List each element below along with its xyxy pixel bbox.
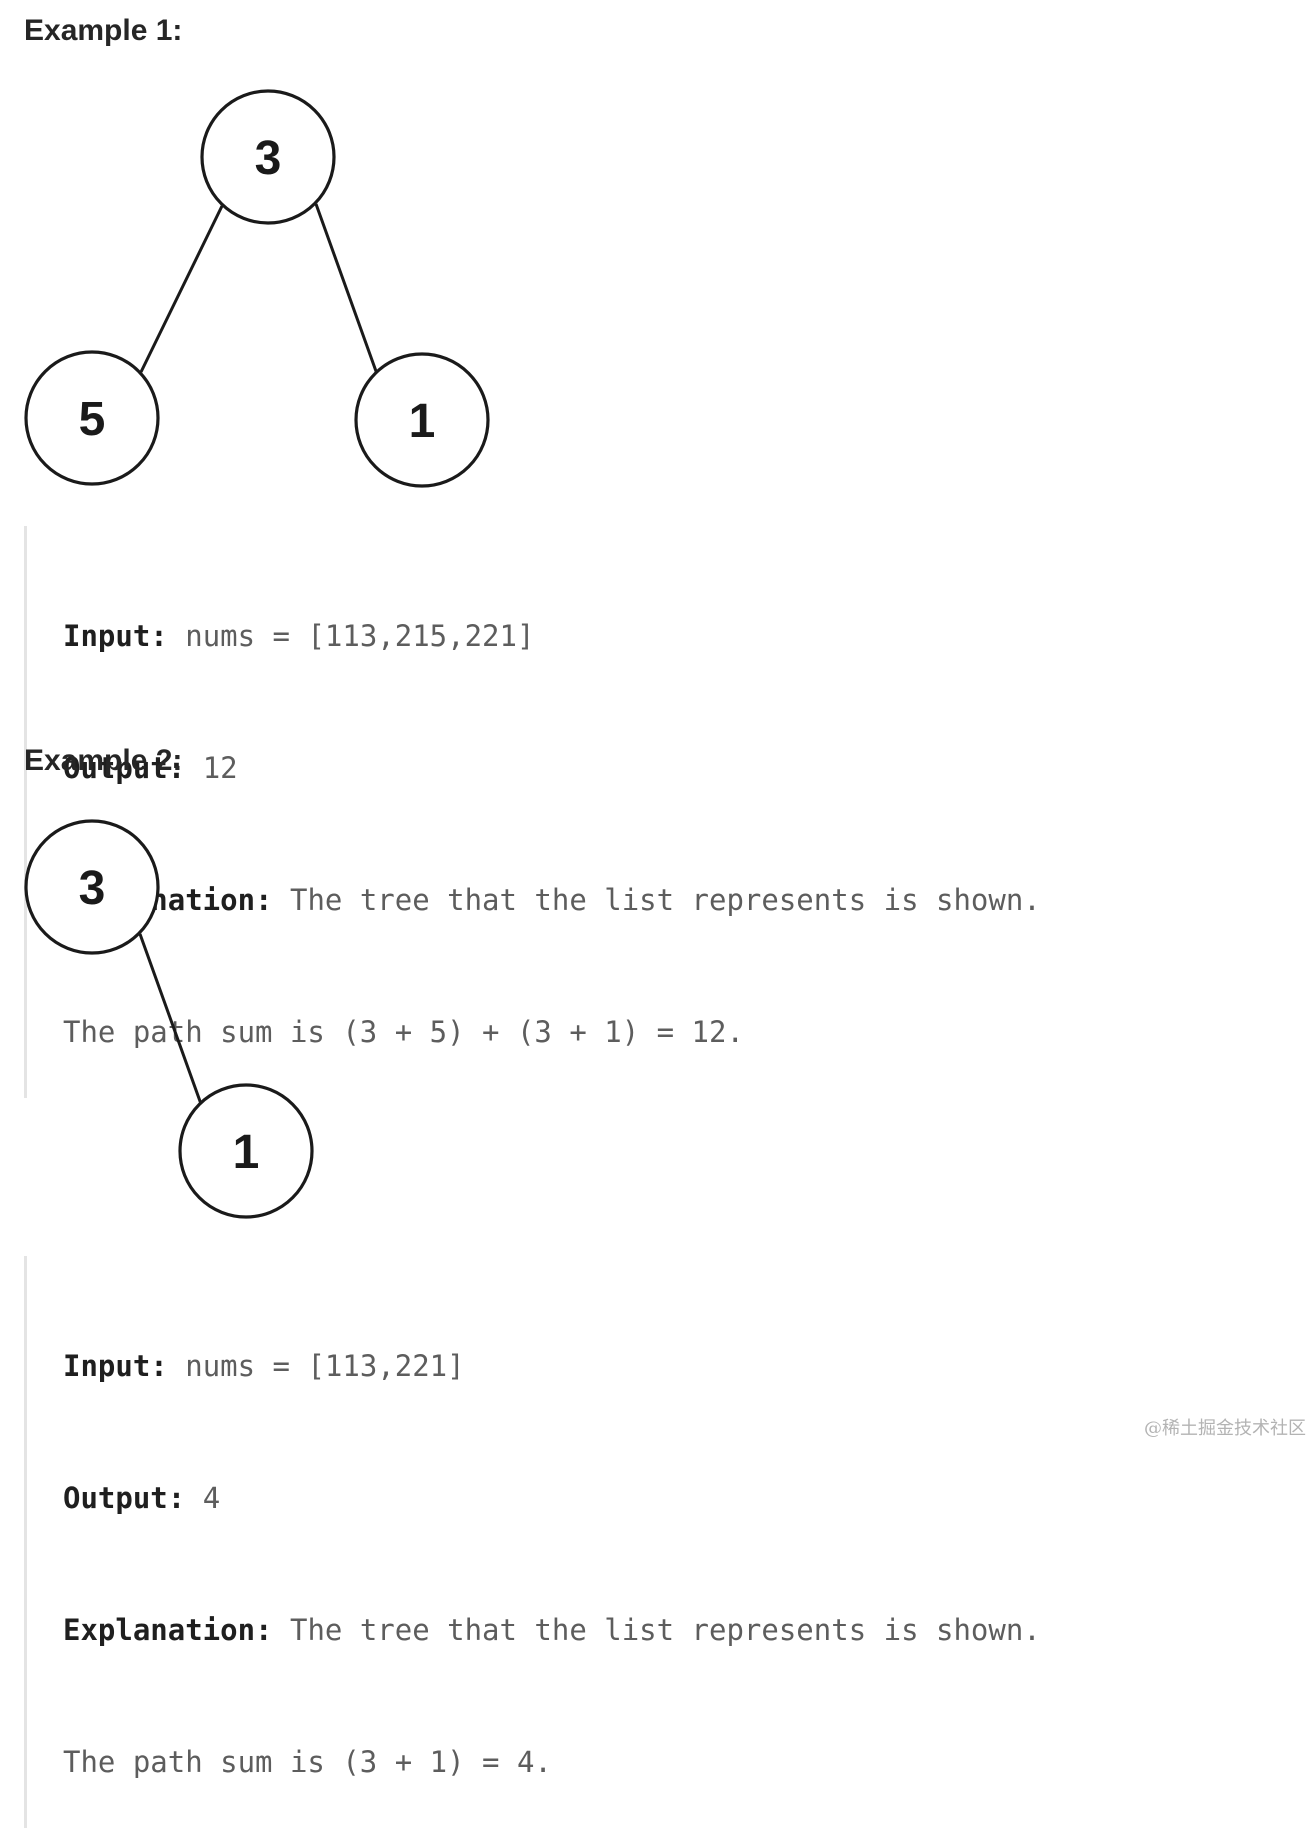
edge-root-right [138,933,203,1105]
input-value: nums = [113,215,221] [185,619,535,653]
node-circle [354,352,490,488]
edge-root-right [314,203,379,375]
node-circle [24,819,160,955]
input-label: Input: [63,619,168,653]
node-value: 3 [79,862,106,915]
input-line: Input: nums = [113,221] [63,1344,1041,1388]
input-value: nums = [113,221] [185,1349,465,1383]
explanation-label: Explanation: [63,1613,273,1647]
explanation-text: The tree that the list represents is sho… [289,883,1041,917]
input-line: Input: nums = [113,215,221] [63,614,1041,658]
node-value: 1 [409,395,436,448]
input-label: Input: [63,1349,168,1383]
explanation-continuation: The path sum is (3 + 1) = 4. [63,1745,552,1779]
tree-node-right: 1 [178,1083,314,1219]
node-circle [24,350,160,486]
output-line: Output: 4 [63,1476,1041,1520]
example-2-heading: Example 2: [24,744,183,777]
output-line: Output: 12 [63,746,1041,790]
example-1-tree-diagram: 3 5 1 [24,89,490,488]
example-1-heading: Example 1: [24,14,183,47]
tree-node-root: 3 [200,89,336,225]
example-2-io-block: Input: nums = [113,221] Output: 4 Explan… [24,1256,1041,1828]
node-circle [200,89,336,225]
node-value: 1 [233,1126,260,1179]
watermark: @稀土掘金技术社区 [1144,1418,1306,1439]
output-label: Output: [63,751,186,785]
tree-node-left: 5 [24,350,160,486]
example-1-io-block: Input: nums = [113,215,221] Output: 12 E… [24,526,1041,1098]
node-value: 3 [255,132,282,185]
output-value: 12 [202,751,238,785]
output-label: Output: [63,1481,186,1515]
example-2-tree-diagram: 3 1 [24,819,314,1219]
tree-node-root: 3 [24,819,160,955]
tree-node-right: 1 [354,352,490,488]
edge-root-left [139,205,224,373]
node-circle [178,1083,314,1219]
output-value: 4 [202,1481,221,1515]
node-value: 5 [79,393,106,446]
explanation-line: Explanation: The tree that the list repr… [63,1608,1041,1652]
explanation-continuation: The path sum is (3 + 5) + (3 + 1) = 12. [63,1015,744,1049]
explanation-text: The tree that the list represents is sho… [289,1613,1041,1647]
